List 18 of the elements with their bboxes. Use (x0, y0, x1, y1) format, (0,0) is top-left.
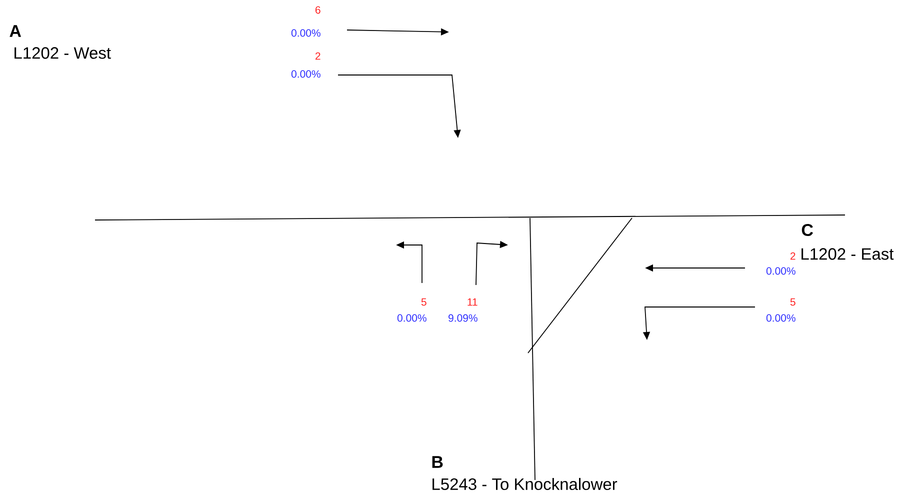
count-label: 2 (790, 252, 796, 260)
percentage-label: 0.00% (766, 314, 796, 322)
count-label: 6 (316, 6, 320, 14)
percentage-label: 0.00% (766, 267, 796, 275)
percentage-label: 0.00% (291, 29, 320, 37)
arm-letter: B (432, 456, 443, 468)
arm-letter: C (802, 224, 813, 236)
count-label: 5 (790, 298, 796, 306)
arm-letter: A (10, 25, 22, 37)
road-name: L1202 - East (802, 248, 894, 260)
percentage-label: 9.09% (448, 314, 478, 322)
percentage-label: 0.00% (397, 314, 426, 322)
count-label: 11 (468, 298, 478, 306)
percentage-label: 0.00% (291, 70, 320, 78)
road-name: L5243 - To Knocknalower (432, 478, 618, 490)
road-name: L1202 - West (14, 47, 111, 59)
count-label: 5 (421, 298, 426, 306)
count-label: 2 (316, 52, 320, 60)
